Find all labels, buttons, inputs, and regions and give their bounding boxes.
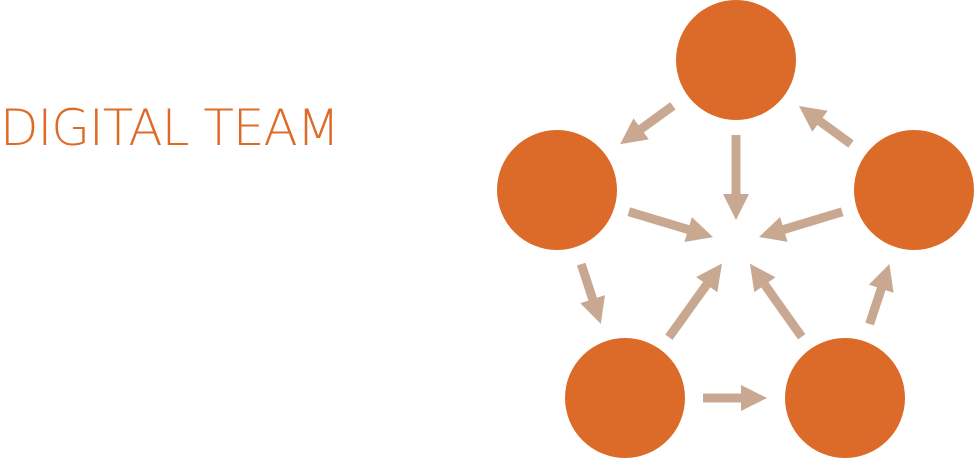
node-group	[497, 0, 974, 458]
arrow-head	[723, 194, 749, 220]
arrow-top-to-center	[723, 135, 749, 220]
arrow-shaft	[780, 207, 844, 235]
arrow-head	[620, 118, 649, 145]
arrow-right-to-top	[799, 106, 854, 148]
arrow-left-to-center	[627, 207, 713, 242]
arrow-right-to-center	[759, 207, 844, 242]
node-left	[497, 130, 617, 250]
arrow-head	[696, 263, 722, 293]
arrow-head	[741, 385, 767, 411]
arrow-shaft	[636, 102, 676, 134]
arrow-head	[759, 217, 788, 242]
arrow-shaft	[576, 262, 598, 303]
arrow-bottom-right-to-center	[749, 263, 806, 340]
arrow-shaft	[665, 280, 712, 340]
arrow-head	[684, 217, 713, 242]
node-right	[854, 130, 974, 250]
node-top	[676, 0, 796, 120]
page-title: DIGITAL TEAM	[0, 99, 340, 157]
arrow-bottom-left-to-center	[665, 263, 722, 340]
node-bottom-left	[565, 338, 685, 458]
arrow-head	[799, 106, 828, 132]
arrow-group	[576, 102, 894, 411]
arrow-bottom-left-to-bottom-right	[703, 385, 767, 411]
arrow-top-to-left	[620, 102, 676, 145]
arrow-head	[580, 295, 605, 324]
arrow-bottom-right-to-right	[865, 264, 894, 326]
arrow-shaft	[760, 280, 806, 340]
arrow-head	[868, 264, 894, 293]
arrow-shaft	[815, 116, 854, 148]
arrow-shaft	[865, 285, 887, 326]
node-bottom-right	[785, 338, 905, 458]
arrow-left-to-bottom-left	[576, 262, 605, 324]
arrow-shaft	[627, 207, 692, 235]
arrow-head	[749, 263, 776, 293]
